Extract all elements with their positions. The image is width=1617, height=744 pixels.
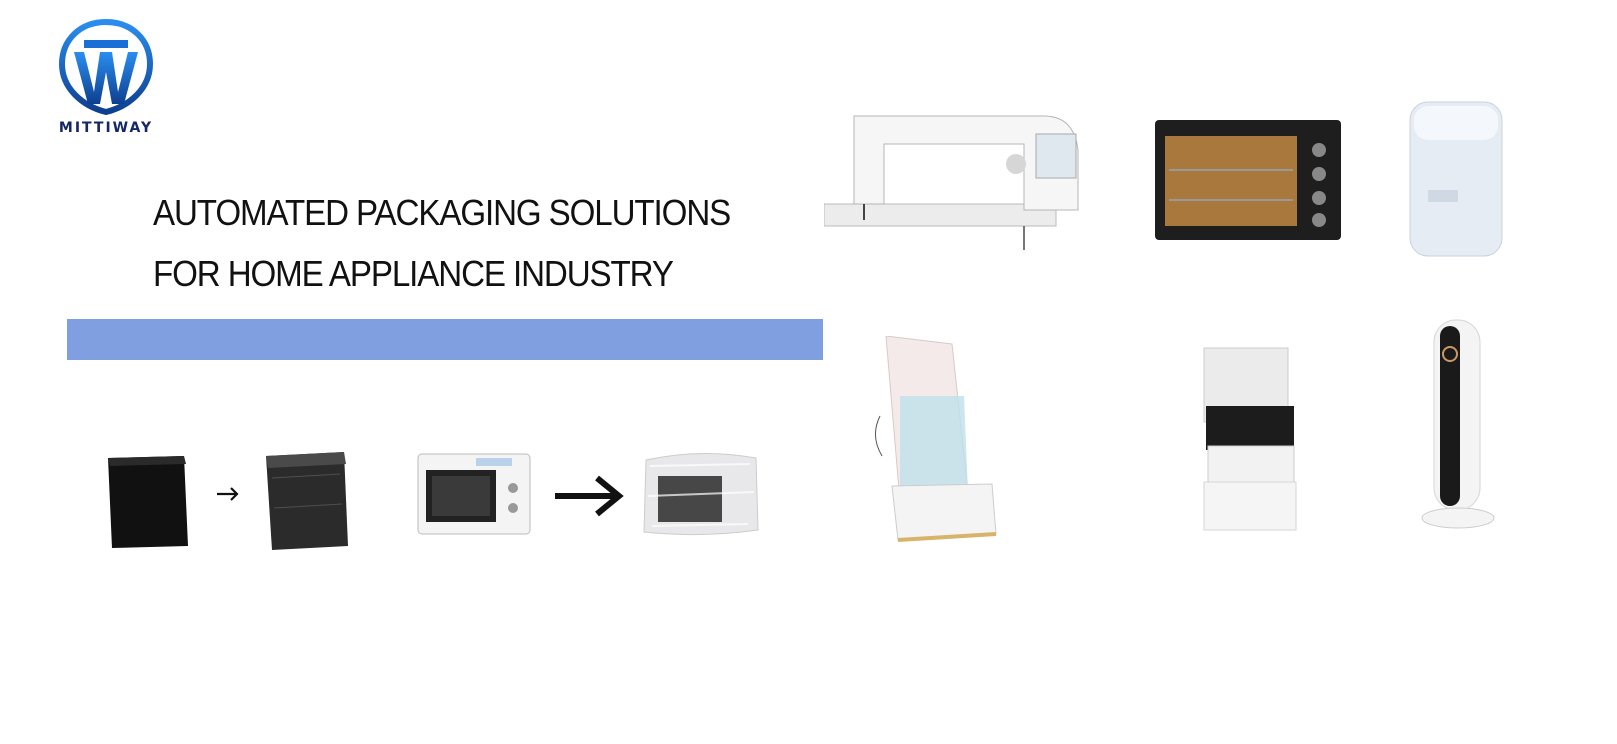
microwave-unwrapped-image <box>416 448 532 536</box>
brand-logo: MITTIWAY <box>40 18 172 140</box>
headline-line-2: FOR HOME APPLIANCE INDUSTRY <box>153 253 674 294</box>
microwave-wrapped-image <box>640 446 762 538</box>
boxed-purifier-image <box>872 336 1008 542</box>
brand-name: MITTIWAY <box>58 120 154 136</box>
mt-monogram-logo <box>58 18 154 116</box>
black-box-wrapped-image <box>262 448 350 552</box>
water-dispenser-image <box>1408 100 1504 260</box>
large-arrow-icon <box>553 472 627 520</box>
toaster-oven-image <box>1155 120 1341 244</box>
boxed-heater-image <box>1200 346 1300 532</box>
tower-fan-image <box>1420 318 1498 532</box>
headline-line-1: AUTOMATED PACKAGING SOLUTIONS <box>153 192 731 233</box>
small-arrow-icon <box>215 486 241 502</box>
sewing-machine-image <box>824 100 1086 256</box>
black-box-unwrapped-image <box>104 452 190 550</box>
accent-band <box>67 319 823 360</box>
